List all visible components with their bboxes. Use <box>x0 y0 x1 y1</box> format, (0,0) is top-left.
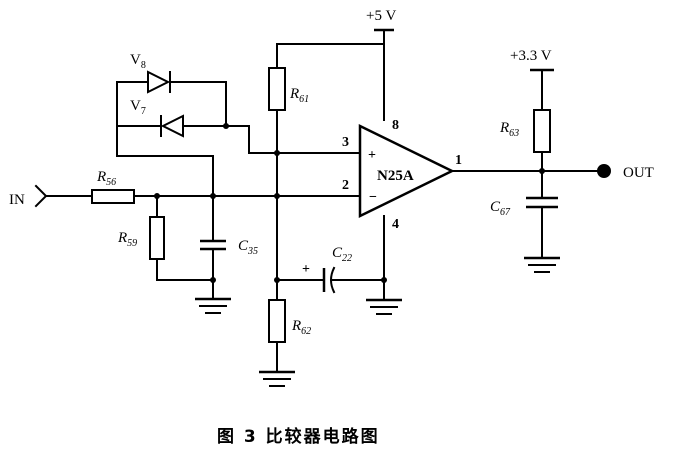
output-label: OUT <box>623 165 654 181</box>
opamp-minus-sign: − <box>369 190 377 205</box>
v7-label: V7 <box>130 98 146 117</box>
diode-pair <box>116 81 361 197</box>
r61-label: R61 <box>289 86 309 105</box>
r62-label: R62 <box>291 318 311 337</box>
r56-label: R56 <box>96 169 116 188</box>
input-arrow <box>34 184 48 208</box>
pin-8-label: 8 <box>392 118 399 133</box>
c22-plus: + <box>302 262 310 277</box>
c35-label: C35 <box>238 238 258 257</box>
resistor-r59 <box>149 216 165 260</box>
pin-2-label: 2 <box>342 178 349 193</box>
resistor-r56 <box>91 189 135 204</box>
vcc-5v-rail <box>276 28 394 121</box>
v8-label: V8 <box>130 52 146 71</box>
ground-symbol <box>195 297 231 314</box>
resistor-r62 <box>268 299 286 343</box>
opamp-plus-sign: + <box>368 148 376 163</box>
vcc-5v-label: +5 V <box>366 8 396 24</box>
r59-label: R59 <box>117 230 137 249</box>
r63-label: R63 <box>499 120 519 139</box>
diode-v8 <box>147 70 182 94</box>
opamp-n25a <box>358 123 455 219</box>
diode-v7 <box>160 114 184 138</box>
pin-4-label: 4 <box>392 217 399 232</box>
pin-3-label: 3 <box>342 135 349 150</box>
chip-label: N25A <box>377 168 414 184</box>
ground-symbol <box>524 256 560 273</box>
c22-label: C22 <box>332 245 352 264</box>
ground-symbol <box>259 370 295 387</box>
c67-label: C67 <box>490 199 511 218</box>
resistor-r63 <box>533 109 551 153</box>
ground-symbol <box>366 298 402 315</box>
pin-1-label: 1 <box>455 153 462 168</box>
output-terminal <box>597 164 611 178</box>
figure-caption: 图 3 比较器电路图 <box>217 426 380 447</box>
vcc-3v3-label: +3.3 V <box>510 48 552 64</box>
input-label: IN <box>9 192 25 208</box>
resistor-r61 <box>268 67 286 111</box>
